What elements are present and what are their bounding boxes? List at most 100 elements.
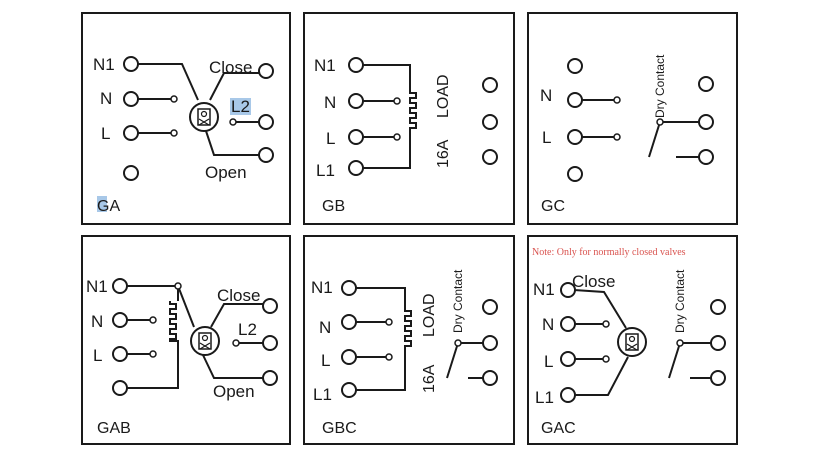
terminal xyxy=(698,114,714,130)
label-l1: L1 xyxy=(316,161,335,180)
panel-code: GAC xyxy=(541,420,576,437)
terminal-n1 xyxy=(348,57,364,73)
label-n1: N1 xyxy=(93,55,115,74)
junction-dot xyxy=(385,353,393,361)
wire xyxy=(209,72,262,101)
wire xyxy=(355,287,406,308)
terminal-l xyxy=(112,346,128,362)
label-dry-contact: Dry Contact xyxy=(451,269,465,333)
label-l: L xyxy=(326,129,335,148)
terminal-n xyxy=(112,312,128,328)
terminal-n xyxy=(341,314,357,330)
coil-icon xyxy=(404,307,412,350)
valve-motor-icon xyxy=(189,102,219,132)
junction-dot xyxy=(454,339,462,347)
label-n1: N1 xyxy=(311,278,333,297)
label-l: L xyxy=(93,346,102,365)
note-text: Note: Only for normally closed valves xyxy=(532,247,686,258)
junction-dot xyxy=(613,96,621,104)
terminal xyxy=(710,335,726,351)
terminal-empty xyxy=(123,165,139,181)
panel-code: GBC xyxy=(322,420,357,437)
terminal-l xyxy=(567,129,583,145)
label-close: Close xyxy=(217,286,260,305)
label-l: L xyxy=(542,128,551,147)
terminal xyxy=(567,166,583,182)
terminal-l1 xyxy=(560,387,576,403)
junction-dot xyxy=(602,320,610,328)
label-l1: L1 xyxy=(535,388,554,407)
terminal xyxy=(482,77,498,93)
wire xyxy=(204,127,262,156)
terminal xyxy=(482,299,498,315)
label-n1: N1 xyxy=(314,56,336,75)
terminal-l1 xyxy=(341,382,357,398)
terminal-close xyxy=(258,63,274,79)
terminal-close xyxy=(262,298,278,314)
wire xyxy=(574,356,629,396)
label-close: Close xyxy=(209,58,252,77)
junction-dot xyxy=(149,316,157,324)
highlight-ga xyxy=(97,196,107,212)
label-n: N xyxy=(91,312,103,331)
label-load: LOAD xyxy=(421,293,438,337)
terminal xyxy=(698,149,714,165)
panel-gb-frame xyxy=(303,12,515,225)
terminal-n1 xyxy=(112,278,128,294)
coil-icon xyxy=(169,300,177,343)
coil-icon xyxy=(409,89,417,132)
terminal-n1 xyxy=(123,56,139,72)
label-open: Open xyxy=(205,163,247,182)
terminal-n xyxy=(123,91,139,107)
panel-gbc-frame xyxy=(303,235,515,445)
junction-dot xyxy=(602,355,610,363)
wire xyxy=(446,342,484,379)
terminal-l xyxy=(341,349,357,365)
wire xyxy=(362,64,411,90)
label-l: L xyxy=(321,351,330,370)
terminal-n xyxy=(567,92,583,108)
panel-code: GB xyxy=(322,198,345,215)
terminal xyxy=(482,114,498,130)
terminal-l xyxy=(348,129,364,145)
terminal xyxy=(482,149,498,165)
panel-gac: Note: Only for normally closed valves N1… xyxy=(527,235,738,445)
wire xyxy=(137,63,199,101)
terminal-l xyxy=(560,351,576,367)
wire xyxy=(126,340,179,389)
label-n: N xyxy=(542,315,554,334)
terminal-n1 xyxy=(560,282,576,298)
panel-gc-frame xyxy=(527,12,738,225)
panel-code: GAB xyxy=(97,420,131,437)
valve-motor-icon xyxy=(190,326,220,356)
terminal-open xyxy=(262,370,278,386)
label-n: N xyxy=(540,86,552,105)
panel-gac-frame xyxy=(527,235,738,445)
panel-gbc: N1 N L L1 GBC LOAD 16A Dry Contact xyxy=(303,235,515,445)
junction-dot xyxy=(656,118,664,126)
terminal xyxy=(710,370,726,386)
terminal xyxy=(567,58,583,74)
terminal-n xyxy=(560,316,576,332)
wire xyxy=(362,130,411,169)
label-load: LOAD xyxy=(435,74,452,118)
terminal xyxy=(698,76,714,92)
label-n: N xyxy=(324,93,336,112)
label-16a: 16A xyxy=(421,364,438,393)
junction-dot xyxy=(174,282,182,290)
label-l: L xyxy=(101,124,110,143)
panel-gab-frame xyxy=(81,235,291,445)
label-n: N xyxy=(319,318,331,337)
wire xyxy=(668,342,712,379)
junction-dot xyxy=(170,129,178,137)
junction-dot xyxy=(676,339,684,347)
label-l2: L2 xyxy=(238,320,257,339)
panel-ga-frame xyxy=(81,12,291,225)
junction-dot xyxy=(613,133,621,141)
terminal-empty xyxy=(112,380,128,396)
junction-dot xyxy=(385,318,393,326)
terminal xyxy=(482,370,498,386)
panel-code: GA xyxy=(97,198,120,215)
terminal xyxy=(710,299,726,315)
junction-dot xyxy=(393,133,401,141)
